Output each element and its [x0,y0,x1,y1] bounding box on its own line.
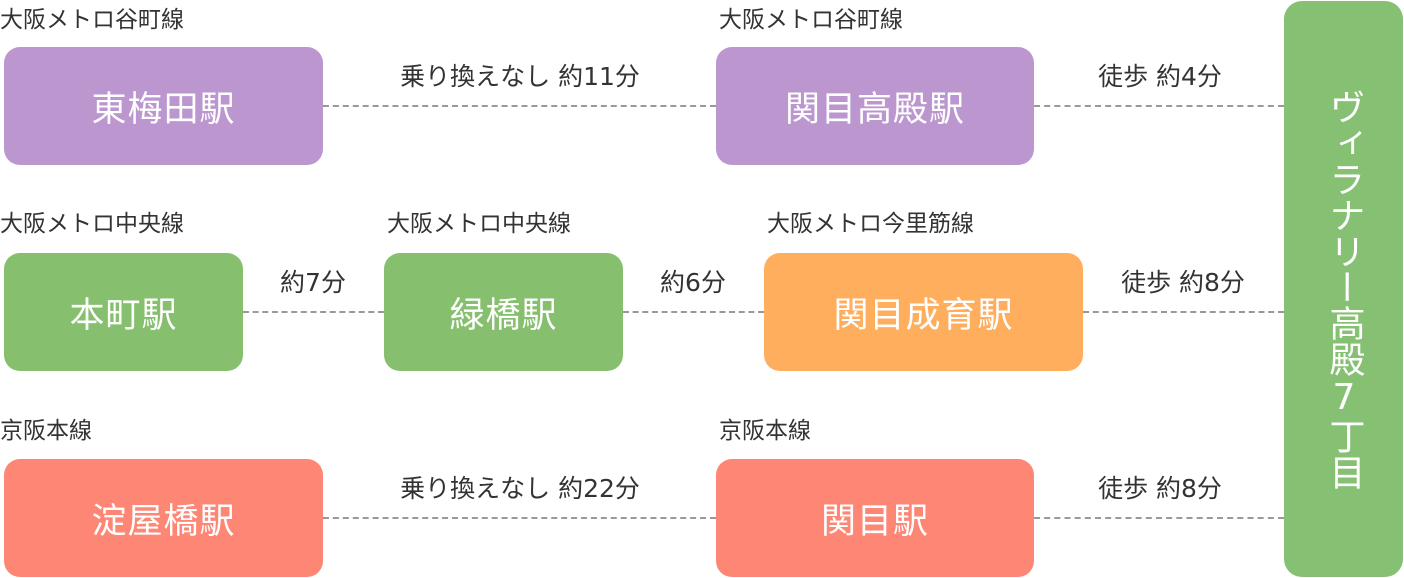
walk-time-label: 徒歩 約8分 [1121,268,1245,297]
line-label: 京阪本線 [0,418,92,444]
station-box-midoribashi: 緑橋駅 [384,253,623,371]
station-box-higashi-umeda: 東梅田駅 [4,47,323,165]
transfer-time-label: 乗り換えなし 約11分 [400,62,640,91]
connector-line [323,517,716,519]
connector-line [1034,517,1284,519]
destination-name: ヴィラナリー高殿7丁目 [1323,88,1365,490]
line-label: 大阪メトロ谷町線 [719,7,903,33]
line-label: 京阪本線 [719,418,811,444]
line-label: 大阪メトロ今里筋線 [767,211,974,237]
line-label: 大阪メトロ中央線 [387,211,571,237]
transfer-time-label: 乗り換えなし 約22分 [400,474,640,503]
line-label: 大阪メトロ中央線 [0,211,184,237]
transfer-time-label: 約6分 [660,268,726,297]
station-box-yodoyabashi: 淀屋橋駅 [4,459,323,577]
connector-line [243,311,384,313]
station-box-sekime-seiiku: 関目成育駅 [764,253,1083,371]
walk-time-label: 徒歩 約4分 [1098,62,1222,91]
station-box-honmachi: 本町駅 [4,253,243,371]
walk-time-label: 徒歩 約8分 [1098,474,1222,503]
line-label: 大阪メトロ谷町線 [0,7,184,33]
connector-line [1034,105,1284,107]
connector-line [323,105,716,107]
connector-line [623,311,764,313]
transfer-time-label: 約7分 [280,268,346,297]
connector-line [1083,311,1284,313]
station-box-sekime: 関目駅 [716,459,1034,577]
destination-box: ヴィラナリー高殿7丁目 [1284,1,1403,577]
station-box-sekime-takadono: 関目高殿駅 [716,47,1034,165]
